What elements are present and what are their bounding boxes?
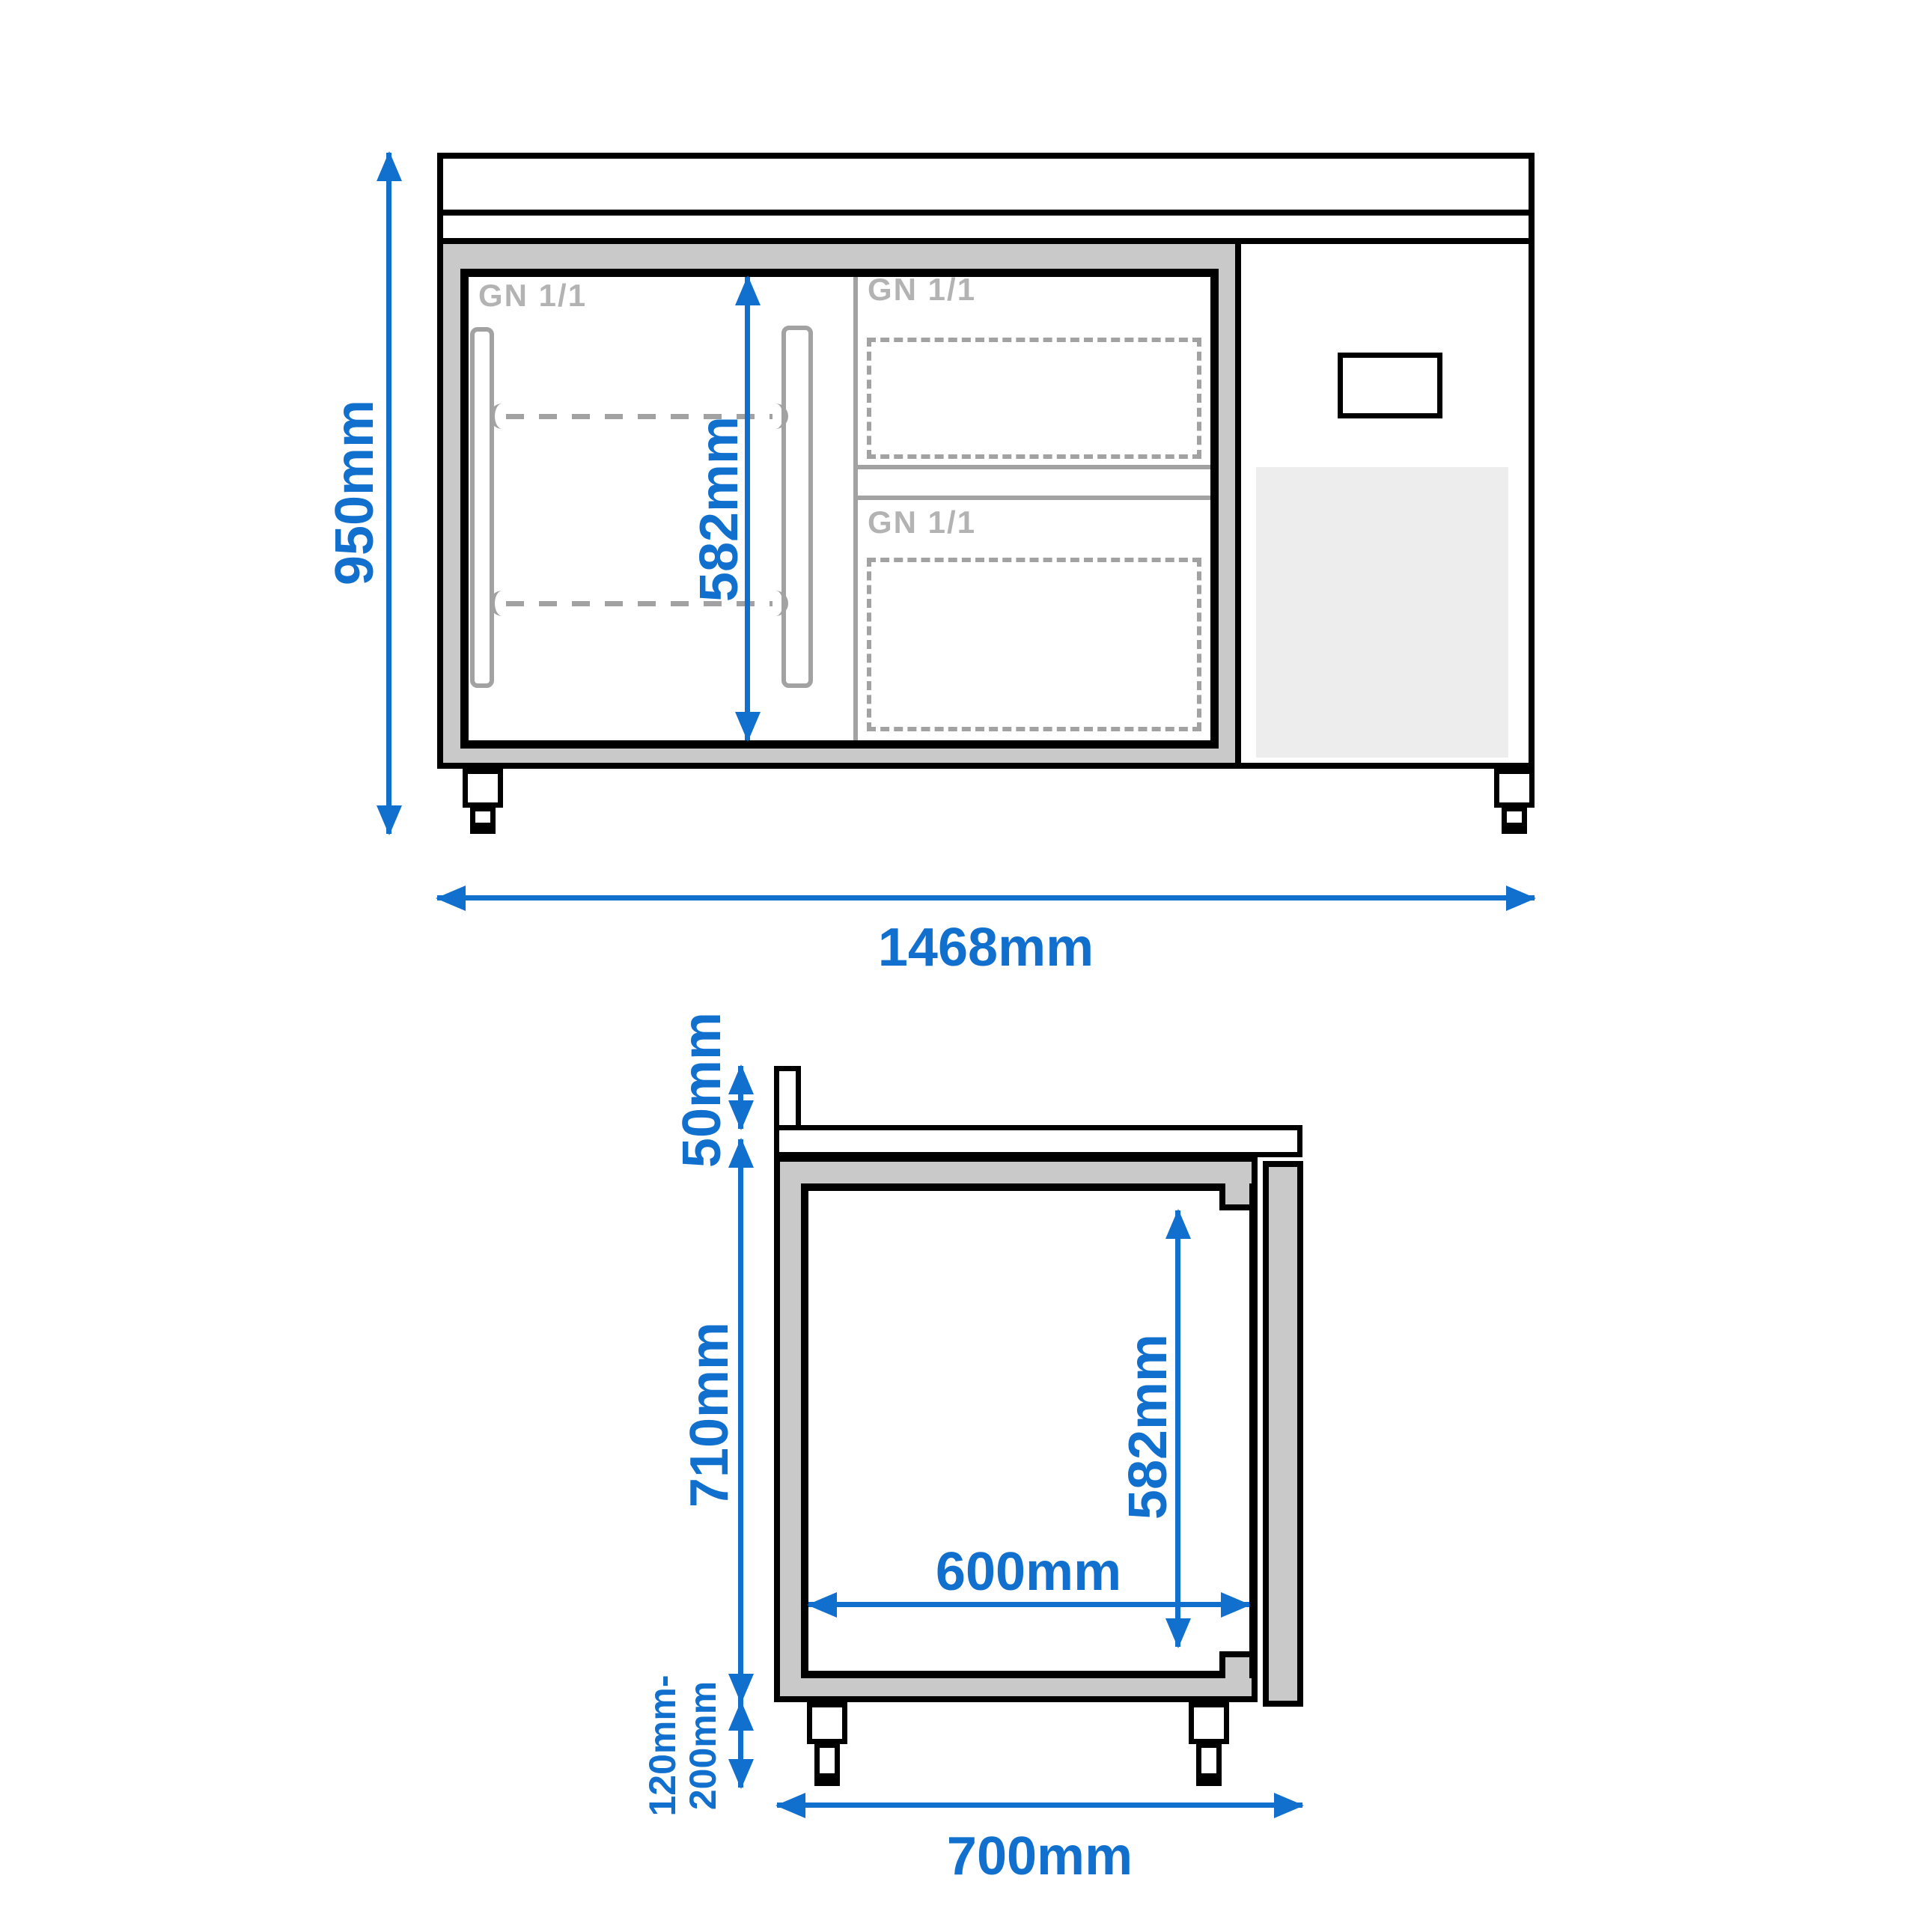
front-drawer-top-pan-outline bbox=[867, 338, 1201, 459]
front-foot-right-lower bbox=[1502, 806, 1527, 828]
arrow-down-icon bbox=[728, 1674, 754, 1704]
arrow-down-icon bbox=[728, 1759, 754, 1789]
arrow-down-icon bbox=[728, 1100, 754, 1130]
side-feet-height-label-line2: 200mm bbox=[682, 1680, 724, 1811]
side-interior bbox=[801, 1183, 1257, 1678]
side-interior-height-arrow bbox=[1165, 1209, 1191, 1648]
side-feet-height-arrow bbox=[728, 1701, 754, 1789]
front-foot-left-cap bbox=[470, 826, 496, 834]
front-shelf-2-hook-left bbox=[490, 591, 507, 616]
front-cabinet-interior bbox=[460, 269, 1219, 749]
front-door-handle-right bbox=[781, 326, 813, 688]
side-feet-height-label: 120mm- 200mm bbox=[642, 1674, 724, 1817]
arrow-right-icon bbox=[1274, 1792, 1304, 1818]
arrow-down-icon bbox=[376, 805, 402, 835]
arrow-up-icon bbox=[1165, 1209, 1191, 1239]
arrow-up-icon bbox=[728, 1138, 754, 1168]
front-foot-right-cap bbox=[1502, 826, 1527, 834]
side-upstand-height-label: 50mm bbox=[672, 1011, 732, 1168]
side-foot-left-upper bbox=[807, 1702, 847, 1744]
front-shelf-1-hook-right bbox=[771, 403, 788, 429]
front-foot-right-upper bbox=[1494, 769, 1535, 808]
arrow-down-icon bbox=[1165, 1618, 1191, 1648]
arrow-down-icon bbox=[734, 712, 761, 742]
arrow-up-icon bbox=[728, 1701, 754, 1731]
front-door-gn-label: GN 1/1 bbox=[478, 278, 588, 313]
front-shelf-line-1 bbox=[506, 414, 773, 419]
front-ventilation-grille bbox=[1256, 467, 1508, 758]
side-foot-right-lower bbox=[1196, 1743, 1222, 1779]
side-backsplash bbox=[774, 1066, 801, 1132]
front-drawer-top-gn-label: GN 1/1 bbox=[868, 272, 977, 307]
front-door-handle-left bbox=[470, 327, 494, 688]
side-foot-left-cap bbox=[814, 1777, 840, 1786]
side-foot-left-lower bbox=[814, 1743, 840, 1779]
front-drawer-separator-line-2 bbox=[858, 496, 1210, 500]
arrow-up-icon bbox=[376, 151, 402, 181]
arrow-right-icon bbox=[1221, 1591, 1251, 1618]
front-shelf-line-2 bbox=[506, 601, 773, 606]
front-foot-left-upper bbox=[463, 769, 503, 808]
side-interior-height-label: 582mm bbox=[1118, 1333, 1178, 1520]
side-door-notch-top bbox=[1219, 1183, 1249, 1210]
side-door bbox=[1263, 1161, 1303, 1707]
side-overall-depth-label: 700mm bbox=[946, 1826, 1133, 1886]
front-interior-height-arrow bbox=[734, 275, 761, 742]
front-drawer-bottom-gn-label: GN 1/1 bbox=[868, 505, 977, 540]
side-overall-depth-arrow bbox=[775, 1792, 1304, 1818]
arrow-up-icon bbox=[728, 1064, 754, 1094]
front-control-display bbox=[1338, 353, 1442, 418]
arrow-left-icon bbox=[775, 1792, 805, 1818]
side-body-height-label: 710mm bbox=[680, 1321, 740, 1508]
side-door-notch-bottom bbox=[1219, 1651, 1249, 1678]
arrow-up-icon bbox=[734, 275, 761, 305]
side-foot-right-upper bbox=[1189, 1702, 1229, 1744]
front-overall-width-arrow bbox=[436, 885, 1536, 911]
side-body-height-arrow bbox=[728, 1138, 754, 1704]
side-foot-right-cap bbox=[1196, 1777, 1222, 1786]
front-shelf-2-hook-right bbox=[771, 591, 788, 616]
front-door-drawer-divider bbox=[853, 277, 858, 740]
side-feet-height-label-line1: 120mm- bbox=[642, 1674, 683, 1817]
arrow-right-icon bbox=[1506, 885, 1536, 911]
side-interior-depth-label: 600mm bbox=[935, 1542, 1122, 1602]
front-drawer-bottom-pan-outline bbox=[867, 558, 1201, 731]
front-overall-height-arrow bbox=[376, 151, 402, 835]
front-shelf-1-hook-left bbox=[490, 403, 507, 429]
side-upstand-height-arrow bbox=[728, 1064, 754, 1130]
front-foot-left-lower bbox=[470, 806, 496, 828]
arrow-left-icon bbox=[436, 885, 466, 911]
side-interior-depth-arrow bbox=[807, 1591, 1251, 1618]
side-worktop bbox=[774, 1125, 1302, 1157]
front-drawer-separator-line-1 bbox=[858, 465, 1210, 469]
front-overall-width-label: 1468mm bbox=[877, 918, 1094, 978]
arrow-left-icon bbox=[807, 1591, 837, 1618]
